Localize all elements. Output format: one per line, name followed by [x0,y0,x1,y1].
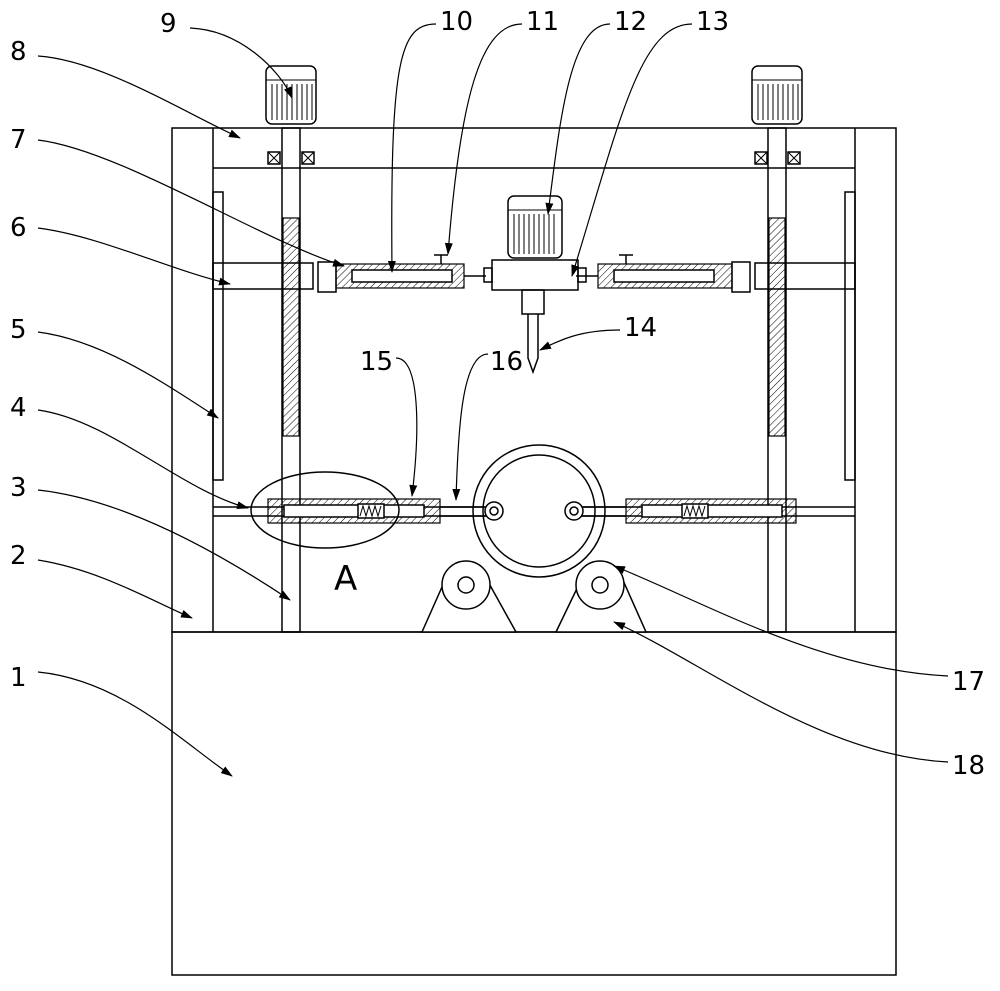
frame-outer [171,127,897,633]
callout-16: 16 [490,347,523,377]
callout-17: 17 [952,667,985,697]
coupling-left [317,261,337,293]
callout-1: 1 [10,663,27,693]
callout-5: 5 [10,315,27,345]
carriage-block-right [754,262,856,290]
screw-shaft-right [767,127,787,633]
thread-right [768,217,786,437]
inner-rod-upper-left [351,269,453,283]
clamp-head-left [484,501,504,521]
housing-pin-left [483,267,493,283]
workpiece-inner [482,454,596,568]
callout-6: 6 [10,213,27,243]
callout-2: 2 [10,541,27,571]
clamp-head-right [564,501,584,521]
motor-right [751,65,803,125]
workpiece-outer [472,444,606,578]
callout-13: 13 [696,7,729,37]
callout-18: 18 [952,751,985,781]
slide-rail-left [212,191,224,481]
inner-rod-upper-right [613,269,715,283]
callout-15: 15 [360,347,393,377]
thread-left [282,217,300,437]
support-stand-left [420,560,518,633]
slide-rail-right [844,191,856,481]
callout-3: 3 [10,473,27,503]
callout-4: 4 [10,393,27,423]
callout-9: 9 [160,9,177,39]
spring-left [357,503,385,519]
detail-ellipse-a [250,471,400,549]
screw-shaft-left [281,127,301,633]
bearing-left [267,151,315,165]
motor-left [265,65,317,125]
bearing-right [754,151,801,165]
callout-12: 12 [614,7,647,37]
inner-rod-lower-left [283,504,425,518]
callout-14: 14 [624,313,657,343]
drill-housing [491,259,579,291]
locking-bolt-right [619,254,633,264]
drill-bit [527,314,539,375]
spring-right [681,503,709,519]
base-body [171,631,897,976]
coupling-right [731,261,751,293]
housing-pin-right [577,267,587,283]
leader-lines [37,23,949,777]
drill-chuck [521,289,545,315]
callout-8: 8 [10,37,27,67]
callout-10: 10 [440,7,473,37]
locking-bolt-left [434,254,448,264]
callout-11: 11 [526,7,559,37]
carriage-block-left [212,262,314,290]
detail-label-a: A [334,559,357,599]
inner-rod-lower-right [641,504,783,518]
support-stand-right [554,560,648,633]
drill-motor [507,195,563,259]
callout-7: 7 [10,125,27,155]
